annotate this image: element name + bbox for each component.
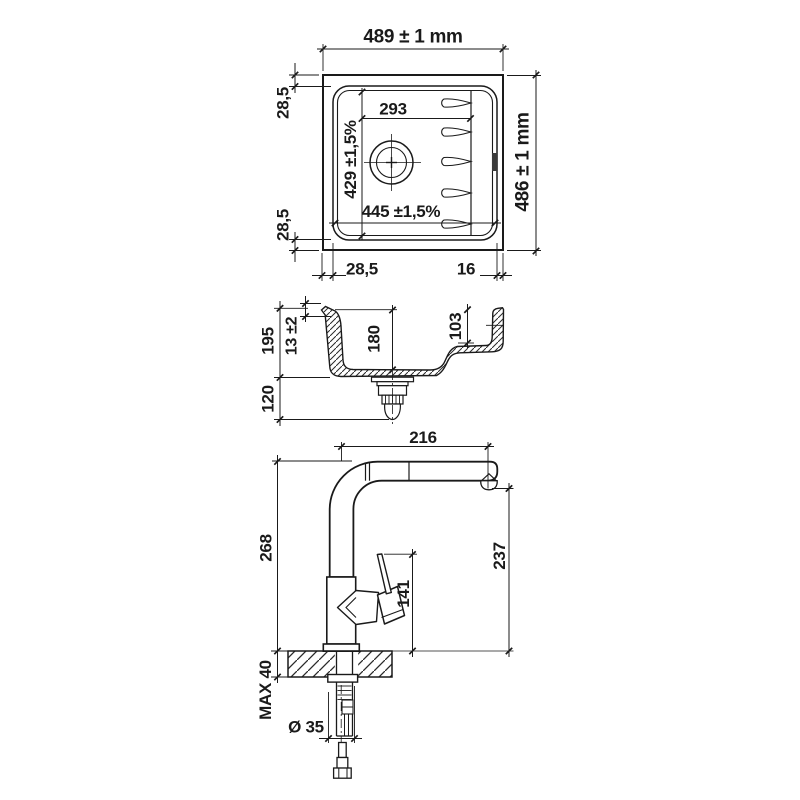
faucet-base-flange	[322, 643, 361, 652]
handle-cap-seam	[381, 608, 404, 619]
dim-drain-clearance: 120	[259, 385, 278, 412]
dim-bowl-length-outer: 445 ±1,5%	[362, 202, 441, 221]
locknut	[327, 673, 359, 683]
sink-section-view: 195 120 13 ±2 180 103	[259, 296, 505, 426]
dim-total-height: 195	[259, 327, 278, 354]
dim-bowl-length-inner: 429 ±1,5%	[341, 120, 360, 199]
dim-rim-bottom: 28,5	[274, 209, 293, 241]
dim-spout-height: 237	[490, 542, 509, 569]
faucet-spout-outline	[328, 460, 499, 578]
dim-max-counter-thickness: MAX 40	[256, 660, 275, 720]
countertop-slab	[287, 650, 393, 678]
dim-spout-reach: 216	[409, 428, 436, 447]
dim-rim-height: 13 ±2	[284, 316, 301, 355]
dim-bowl-width: 293	[379, 100, 406, 119]
section-view-dimensions: 195 120 13 ±2 180 103	[259, 296, 504, 426]
dim-lever-height: 141	[394, 580, 413, 607]
aerator	[480, 480, 498, 491]
drain-opening	[364, 134, 421, 191]
dim-faucet-height: 268	[257, 534, 276, 561]
cartridge-cone	[336, 589, 380, 626]
drainer-ribs	[441, 98, 473, 229]
top-view-dimensions: 489 ± 1 mm 486 ± 1 mm 28,5 28,5 293	[274, 27, 541, 281]
dim-offset-bottom-right: 16	[457, 260, 475, 279]
dim-hole-diameter: Ø 35	[288, 718, 324, 737]
dim-bowl-depth: 180	[365, 325, 384, 352]
sink-top-view: 489 ± 1 mm 486 ± 1 mm 28,5 28,5 293	[274, 27, 541, 281]
lever-rod	[376, 553, 392, 595]
mounting-bolt	[332, 741, 352, 779]
sink-outer-outline	[322, 74, 504, 251]
dim-overall-width: 489 ± 1 mm	[363, 27, 462, 48]
mounting-shank	[327, 651, 359, 737]
cartridge-cone-inner-line	[345, 597, 357, 618]
dim-offset-bottom-left: 28,5	[346, 260, 378, 279]
sink-shell-section	[320, 305, 505, 378]
dim-ledge-depth: 103	[446, 313, 465, 340]
faucet-view: 216 268 MAX 40 237 141	[256, 428, 514, 779]
faucet-dimensions: 216 268 MAX 40 237 141	[256, 428, 514, 743]
dim-overall-depth: 486 ± 1 mm	[513, 112, 534, 211]
overflow-mark	[492, 153, 497, 171]
aerator-housing-line	[481, 473, 497, 482]
spout-joint-lines	[364, 461, 410, 481]
dim-rim-top: 28,5	[274, 87, 293, 119]
